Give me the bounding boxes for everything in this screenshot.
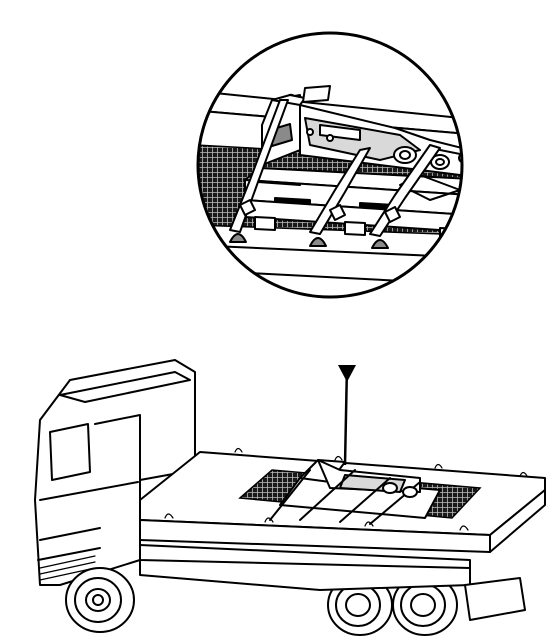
callout-line bbox=[343, 364, 349, 466]
truck-cargo bbox=[269, 459, 441, 525]
cab-window bbox=[49, 423, 91, 481]
zoom-wheels bbox=[313, 295, 462, 297]
callout-pointer bbox=[338, 365, 356, 382]
pallet bbox=[244, 167, 462, 241]
truck-front-wheel bbox=[65, 567, 135, 633]
straps bbox=[229, 99, 441, 237]
truck-rear-bumper bbox=[464, 577, 526, 621]
truck bbox=[34, 359, 546, 636]
truck-chassis bbox=[139, 544, 471, 591]
truck-rear-wheels bbox=[327, 574, 458, 636]
truck-cab bbox=[34, 359, 196, 586]
magnifier-ring bbox=[196, 31, 464, 299]
magnified-view bbox=[196, 31, 464, 299]
lashing-rings bbox=[229, 233, 389, 249]
